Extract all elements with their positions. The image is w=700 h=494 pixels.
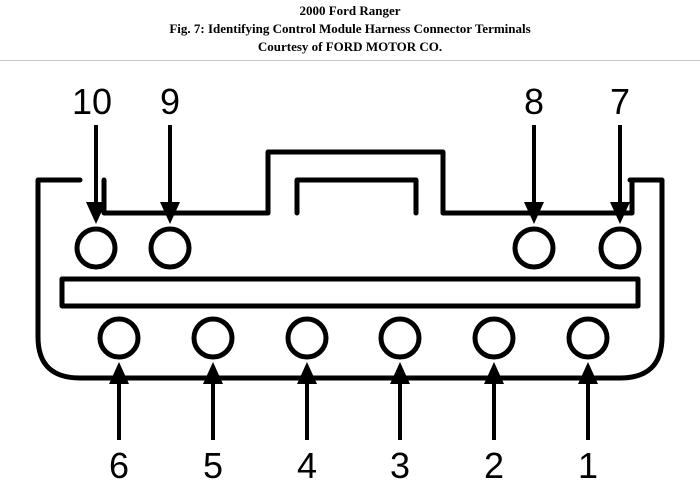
terminal-pin-4 — [285, 316, 329, 360]
terminal-pin-1 — [566, 316, 610, 360]
terminal-arrow-head-1 — [578, 362, 598, 384]
terminal-arrow-head-7 — [610, 202, 630, 224]
connector-housing — [35, 177, 665, 381]
terminal-arrow-head-2 — [484, 362, 504, 384]
terminal-pin-2 — [472, 316, 516, 360]
terminal-arrow-head-8 — [524, 202, 544, 224]
terminal-arrow-head-6 — [109, 362, 129, 384]
terminal-pins — [74, 125, 642, 440]
terminal-pin-6 — [97, 316, 141, 360]
terminal-arrow-head-4 — [297, 362, 317, 384]
terminal-label-6: 6 — [109, 445, 129, 486]
terminal-pin-3 — [378, 316, 422, 360]
terminal-arrow-head-3 — [390, 362, 410, 384]
terminal-pin-8 — [512, 226, 556, 270]
terminal-arrow-head-5 — [203, 362, 223, 384]
figure-credit: Courtesy of FORD MOTOR CO. — [257, 39, 443, 54]
terminal-pin-9 — [148, 226, 192, 270]
terminal-label-7: 7 — [610, 81, 630, 122]
terminal-arrow-head-9 — [160, 202, 180, 224]
terminal-pin-7 — [598, 226, 642, 270]
terminal-label-3: 3 — [390, 445, 410, 486]
terminal-label-2: 2 — [484, 445, 504, 486]
vehicle-title: 2000 Ford Ranger — [299, 3, 401, 18]
terminal-label-9: 9 — [160, 81, 180, 122]
figure-caption: 2000 Ford Ranger Fig. 7: Identifying Con… — [0, 0, 700, 60]
locking-tab — [294, 177, 419, 216]
terminal-pin-5 — [191, 316, 235, 360]
terminal-label-1: 1 — [578, 445, 598, 486]
terminal-label-10: 10 — [72, 81, 112, 122]
terminal-label-4: 4 — [297, 445, 317, 486]
figure-title: Fig. 7: Identifying Control Module Harne… — [169, 21, 531, 36]
terminal-label-5: 5 — [203, 445, 223, 486]
terminal-label-8: 8 — [524, 81, 544, 122]
terminal-pin-10 — [74, 226, 118, 270]
terminal-labels: 10 9 8 7 6 5 4 3 2 1 — [72, 81, 630, 486]
connector-ledge — [101, 149, 635, 216]
caption-divider — [0, 60, 700, 61]
terminal-arrow-head-10 — [86, 202, 106, 224]
divider-bar — [59, 276, 641, 309]
